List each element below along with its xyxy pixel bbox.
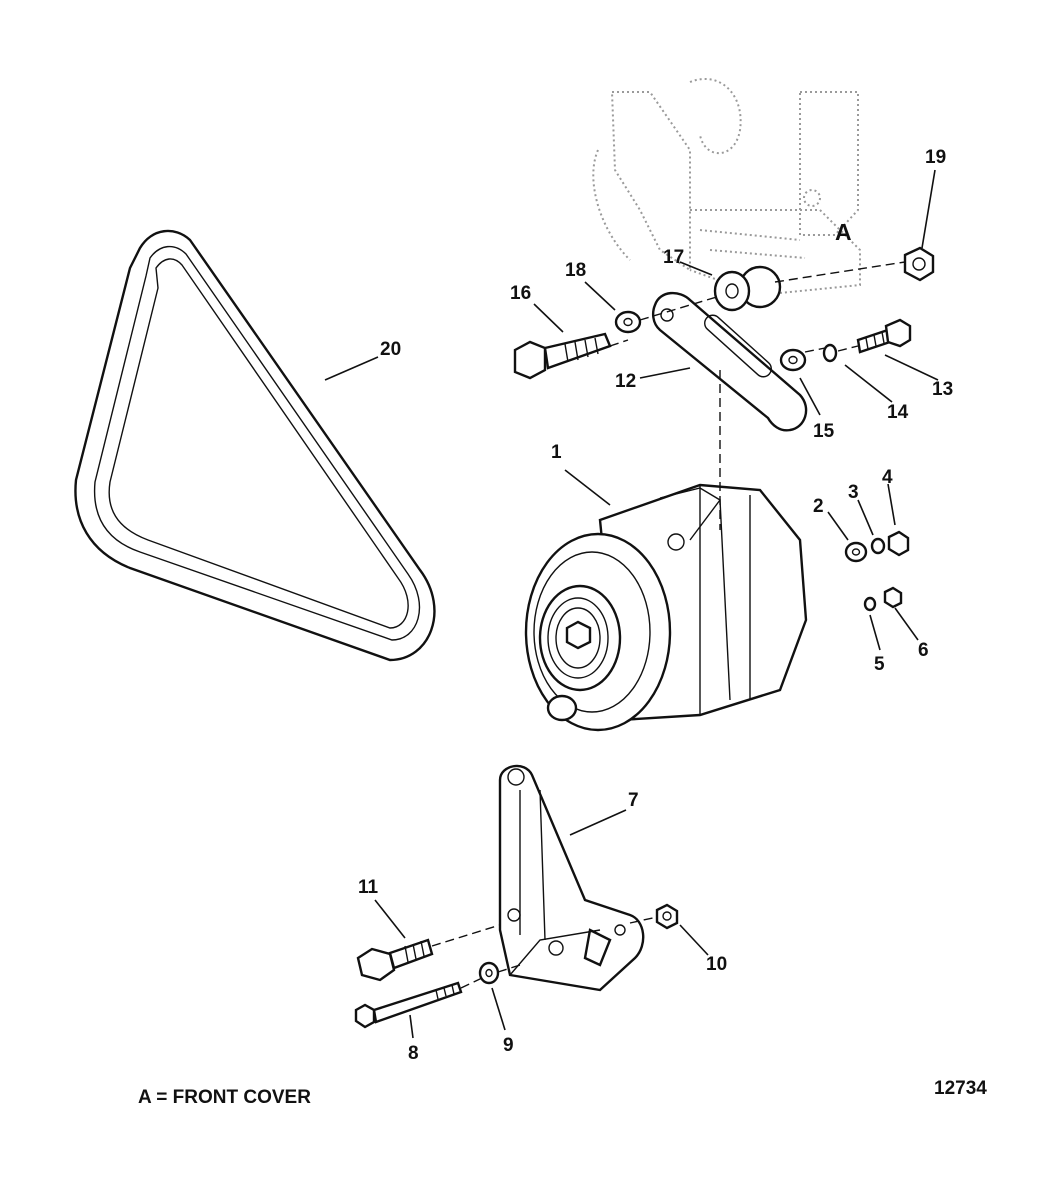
- lock-washer-5: [863, 596, 877, 612]
- washer-2: [844, 541, 868, 563]
- front-cover-ghost: [592, 77, 861, 297]
- callout-6: 6: [918, 640, 929, 661]
- callout-5: 5: [874, 654, 885, 675]
- adjusting-brace: [651, 291, 808, 432]
- callout-12: 12: [615, 371, 636, 392]
- nut-10: [655, 903, 679, 930]
- mounting-bracket: [498, 764, 645, 992]
- lock-washer-14: [822, 343, 838, 363]
- drive-belt: [74, 229, 436, 662]
- callout-13: 13: [932, 379, 953, 400]
- callout-11: 11: [358, 877, 379, 898]
- nut-4: [887, 530, 910, 557]
- callout-16: 16: [510, 283, 531, 304]
- bolt-16: [513, 332, 612, 380]
- figure-number: 12734: [934, 1078, 987, 1099]
- callout-15: 15: [813, 421, 835, 442]
- callout-19: 19: [925, 147, 946, 168]
- washer-18: [614, 310, 642, 334]
- legend-front-cover: A = FRONT COVER: [138, 1087, 311, 1108]
- callout-10: 10: [706, 954, 727, 975]
- lock-washer-3: [870, 537, 886, 555]
- reference-letter-a: A: [835, 219, 852, 245]
- callout-20: 20: [380, 339, 401, 360]
- nut-6: [883, 586, 903, 609]
- callout-4: 4: [882, 467, 893, 488]
- callout-8: 8: [408, 1043, 419, 1064]
- bolt-11: [356, 938, 434, 982]
- washer-15: [779, 348, 807, 372]
- washer-9: [478, 961, 500, 985]
- callout-14: 14: [887, 402, 909, 423]
- callout-7: 7: [628, 790, 639, 811]
- screw-13: [856, 318, 912, 354]
- nut-19: [903, 246, 935, 282]
- bolt-8: [354, 981, 463, 1029]
- callout-9: 9: [503, 1035, 514, 1056]
- spacer: [713, 265, 782, 312]
- callout-1: 1: [551, 442, 562, 463]
- callout-3: 3: [848, 482, 859, 503]
- assembly-lines: [431, 261, 906, 989]
- alternator: [524, 483, 808, 732]
- callout-17: 17: [663, 247, 684, 268]
- callout-2: 2: [813, 496, 824, 517]
- leader-lines: [324, 169, 939, 1039]
- callout-18: 18: [565, 260, 586, 281]
- callout-labels: 1 2 3 4 5 6 7 8 9 10 11 12 13 14 15 16 1…: [358, 147, 953, 1064]
